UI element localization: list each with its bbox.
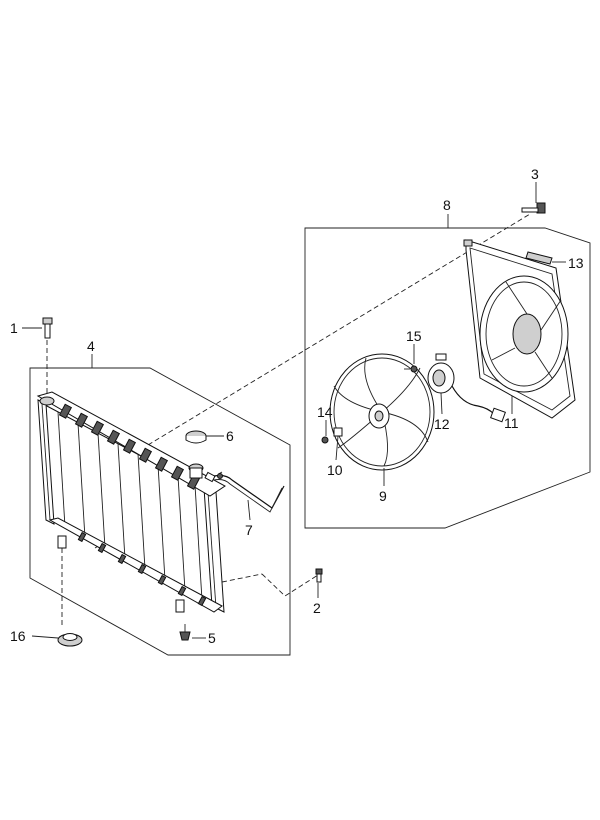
callout-12: 12: [434, 416, 450, 432]
callout-10: 10: [327, 462, 343, 478]
callout-5: 5: [208, 630, 216, 646]
overflow-hose: [213, 473, 285, 513]
bolt-3: [521, 202, 546, 214]
bolt-1: [42, 317, 53, 339]
callout-13: 13: [568, 255, 584, 271]
bolt-2: [315, 568, 323, 583]
fan-shroud-group-outline: [304, 227, 591, 529]
callout-8: 8: [443, 197, 451, 213]
callout-7: 7: [245, 522, 253, 538]
mount-insulator-16: [57, 633, 83, 647]
screw-15: [404, 365, 418, 373]
clip-10: [333, 427, 343, 437]
label-13: [525, 251, 553, 265]
radiator: [36, 391, 226, 613]
callout-16: 16: [10, 628, 26, 644]
fan-shroud: [463, 239, 576, 419]
alignment-lines: [46, 213, 531, 628]
callout-15: 15: [406, 328, 422, 344]
callout-1: 1: [10, 320, 18, 336]
callout-leaders: [22, 182, 566, 639]
callout-numbers: 1 2 3 4 5 6 7 8 9 10 11 12 13 14 15 16: [10, 166, 584, 646]
callout-6: 6: [226, 428, 234, 444]
nut-14: [321, 436, 329, 444]
callout-9: 9: [379, 488, 387, 504]
fan-blade: [329, 353, 435, 471]
callout-14: 14: [317, 404, 333, 420]
drain-plug-5: [179, 624, 191, 641]
callout-11: 11: [504, 415, 519, 431]
callout-2: 2: [313, 600, 321, 616]
fan-motor: [427, 353, 506, 423]
radiator-group-outline: [29, 367, 291, 656]
radiator-cap: [185, 430, 207, 444]
callout-4: 4: [87, 338, 95, 354]
callout-3: 3: [531, 166, 539, 182]
